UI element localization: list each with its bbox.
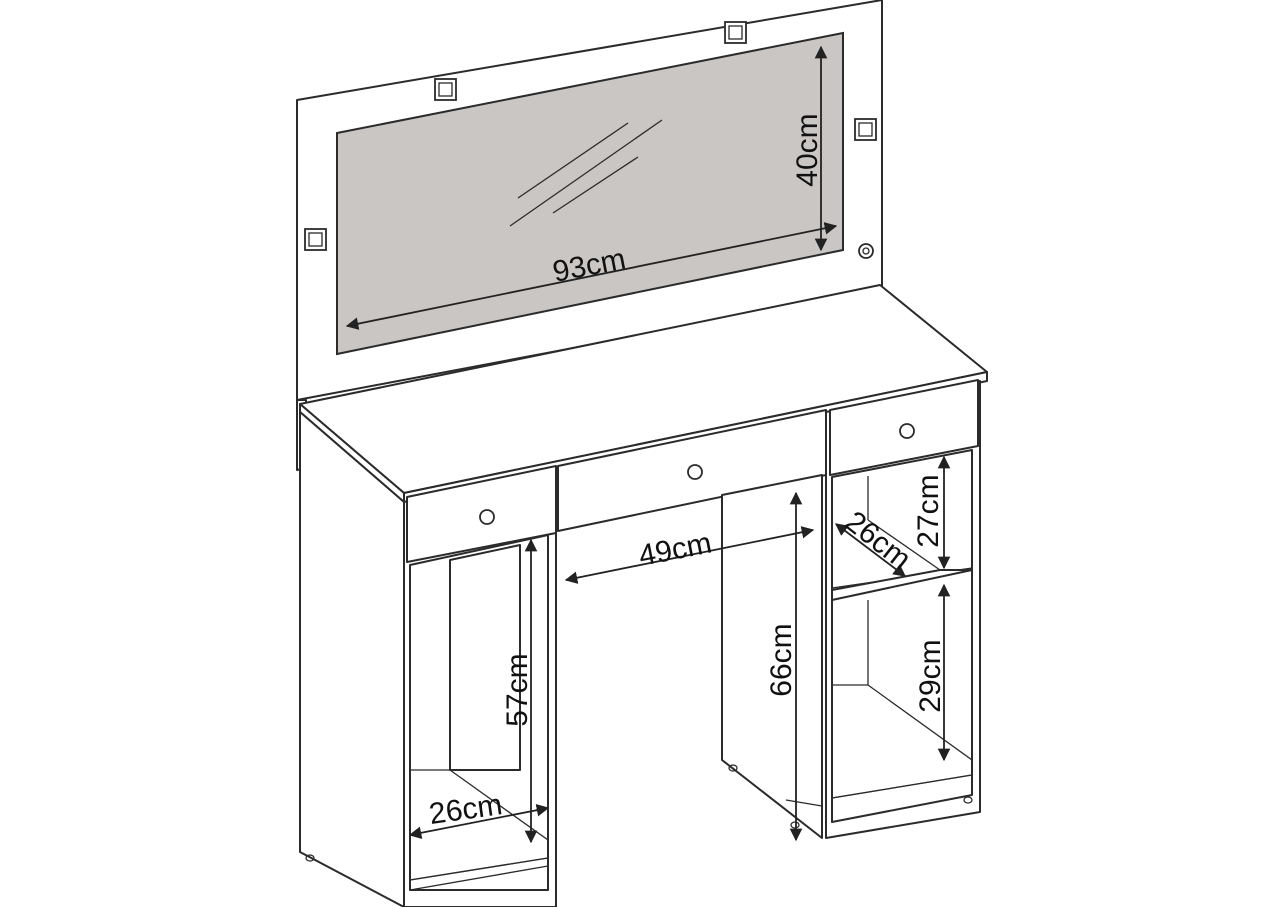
dimension-label: 40cm: [791, 113, 824, 186]
dimension-label: 66cm: [765, 623, 798, 696]
drawer-knob: [899, 423, 915, 439]
drawer-knob: [687, 464, 703, 480]
dimension-label: 29cm: [914, 639, 947, 712]
dimension-right-lower-height: 29cm: [914, 583, 951, 762]
light-switch-icon: [858, 243, 874, 259]
led-light-icon: [304, 21, 877, 251]
dimension-kneehole-height: 66cm: [765, 491, 803, 842]
dimension-label: 49cm: [636, 526, 714, 572]
dimension-left-opening-height: 57cm: [501, 538, 538, 844]
right-drawer: [829, 379, 979, 476]
left-side-panel: [299, 411, 405, 907]
dimension-mirror-height: 40cm: [791, 45, 828, 252]
left-drawer: [406, 465, 557, 563]
drawer-knob: [479, 509, 495, 525]
dimension-right-upper-height: 27cm: [912, 455, 951, 570]
left-pedestal: [403, 469, 557, 907]
dimension-label: 27cm: [912, 474, 945, 547]
dimension-label: 57cm: [501, 653, 534, 726]
